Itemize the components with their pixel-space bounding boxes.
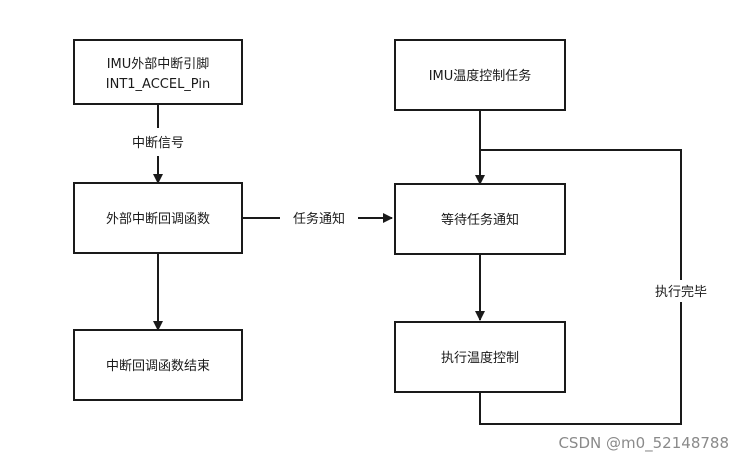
node-temp-task-label: IMU温度控制任务 [429, 68, 532, 84]
node-wait-notify-label: 等待任务通知 [441, 212, 519, 228]
node-callback-end: 中断回调函数结束 [73, 329, 243, 401]
node-wait-notify: 等待任务通知 [394, 183, 566, 255]
edge-label-done: 执行完毕 [655, 285, 707, 300]
node-callback-end-label: 中断回调函数结束 [106, 359, 210, 374]
node-callback: 外部中断回调函数 [73, 182, 243, 254]
node-callback-label: 外部中断回调函数 [106, 212, 210, 227]
node-imu-pin-label-line2: INT1_ACCEL_Pin [106, 77, 210, 92]
edge-loop-back [479, 149, 682, 425]
edge-label-done-bg [648, 280, 714, 302]
edge-label-interrupt-signal: 中断信号 [132, 136, 184, 151]
watermark: CSDN @m0_52148788 [558, 434, 729, 452]
edge-label-task-notify: 任务通知 [293, 211, 345, 227]
node-exec-temp: 执行温度控制 [394, 321, 566, 393]
edges [153, 104, 682, 425]
node-exec-temp-label: 执行温度控制 [441, 350, 519, 366]
node-imu-pin: IMU外部中断引脚 INT1_ACCEL_Pin [73, 39, 243, 105]
nodes: IMU外部中断引脚 INT1_ACCEL_Pin 外部中断回调函数 中断回调函数… [73, 39, 566, 401]
edge-labels: 中断信号 任务通知 执行完毕 [132, 136, 714, 302]
node-temp-task: IMU温度控制任务 [394, 39, 566, 111]
node-imu-pin-label-line1: IMU外部中断引脚 [107, 56, 210, 72]
